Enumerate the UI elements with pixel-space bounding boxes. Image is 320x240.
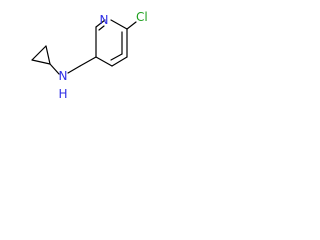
bond-n1-c2-inner <box>98 25 105 31</box>
bond-nh-cyclopropyl <box>49 63 60 75</box>
bond-c6-n1 <box>110 19 128 30</box>
chlorine-label: Cl <box>136 10 148 24</box>
bond-c3-c4 <box>95 56 113 67</box>
bond-c4-c5-inner <box>110 53 123 61</box>
bond-ch2-nh <box>67 65 81 74</box>
bond-c3-ch2 <box>79 56 97 67</box>
bond-cp-1 <box>31 59 51 65</box>
bond-c4-c5 <box>111 56 128 67</box>
bond-cp-3 <box>45 45 51 65</box>
amine-nitrogen-label: N <box>59 69 68 83</box>
bonds <box>31 19 137 75</box>
ring-nitrogen-label: N <box>100 13 109 27</box>
atom-labels: Cl N N H <box>58 10 147 101</box>
bond-cp-2 <box>31 45 47 61</box>
bond-n1-c2 <box>95 19 106 28</box>
bond-c6-cl <box>126 21 137 30</box>
amine-hydrogen-label: H <box>58 87 67 101</box>
molecule-structure: Cl N N H <box>31 10 148 101</box>
